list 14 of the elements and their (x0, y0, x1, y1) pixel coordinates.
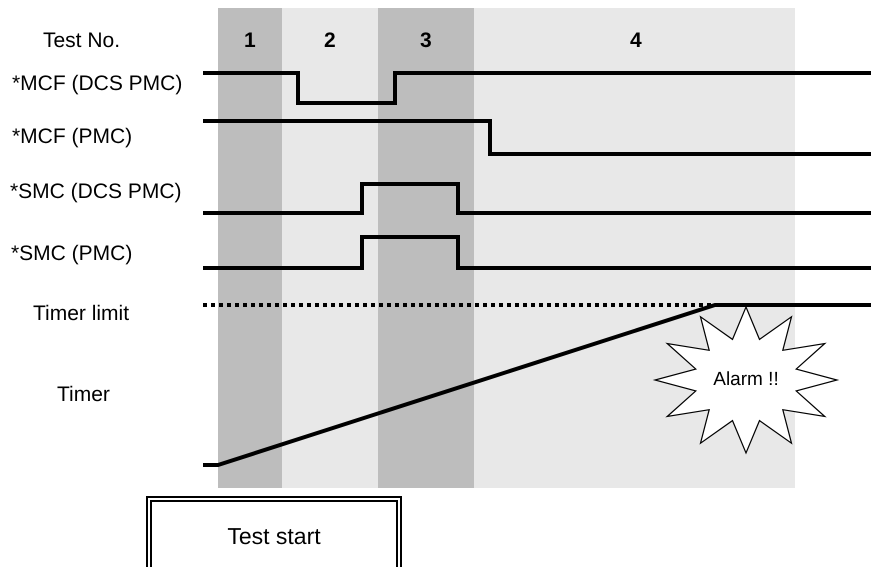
test-number: 3 (420, 31, 432, 51)
signal-name: *MCF (DCS PMC) (12, 74, 182, 94)
test-number: 4 (630, 31, 642, 51)
signal-name: *MCF (PMC) (12, 127, 132, 147)
box-label: Test start (227, 522, 321, 550)
signal-name: *SMC (DCS PMC) (10, 182, 182, 202)
signal-name: Timer (57, 385, 110, 405)
test-number: 2 (324, 31, 336, 51)
start-box (146, 496, 402, 567)
test-number: 1 (244, 31, 256, 51)
alarm-text: Alarm !! (713, 369, 779, 391)
column-header: Test No. (43, 31, 120, 51)
signal-name: *SMC (PMC) (11, 244, 132, 264)
signal-name: Timer limit (33, 304, 130, 324)
